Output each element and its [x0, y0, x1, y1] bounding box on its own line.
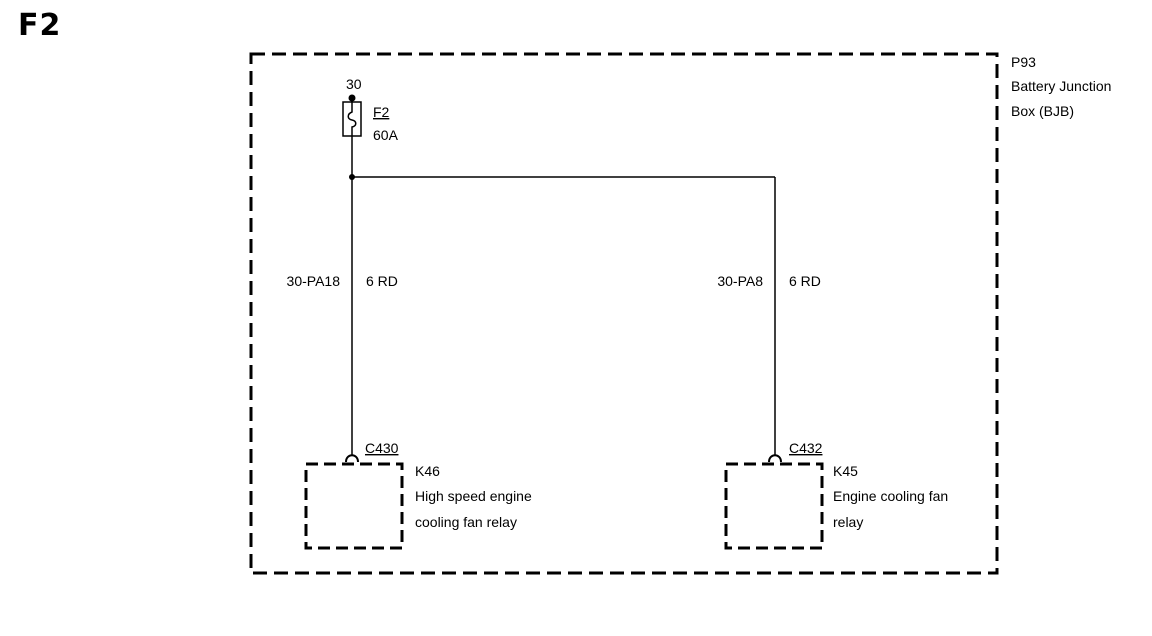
- page-title: F2: [18, 8, 62, 43]
- fuse-id: F2: [373, 104, 390, 120]
- left-relay-id: K46: [415, 463, 440, 479]
- supply-terminal-label: 30: [346, 76, 362, 92]
- left-wire-spec: 6 RD: [366, 273, 398, 289]
- right-connector-icon: [768, 454, 782, 463]
- right-relay-box: [724, 462, 824, 550]
- left-connector-icon: [345, 454, 359, 463]
- right-relay-desc-line2: relay: [833, 514, 863, 530]
- left-relay-desc-line1: High speed engine: [415, 488, 532, 504]
- junction-box-outline: [249, 52, 999, 575]
- right-connector-label: C432: [789, 440, 823, 456]
- right-relay-id: K45: [833, 463, 858, 479]
- left-relay-box: [304, 462, 404, 550]
- right-wire-circuit: 30-PA8: [717, 273, 763, 289]
- junction-box-name-line1: Battery Junction: [1011, 78, 1111, 94]
- left-wire-circuit: 30-PA18: [287, 273, 341, 289]
- fuse-element-icon: [347, 102, 357, 136]
- junction-box-id: P93: [1011, 54, 1036, 70]
- junction-box-name-line2: Box (BJB): [1011, 103, 1074, 119]
- fuse-rating: 60A: [373, 127, 399, 143]
- right-relay-desc-line1: Engine cooling fan: [833, 488, 948, 504]
- left-relay-desc-line2: cooling fan relay: [415, 514, 517, 530]
- right-wire-spec: 6 RD: [789, 273, 821, 289]
- left-connector-label: C430: [365, 440, 399, 456]
